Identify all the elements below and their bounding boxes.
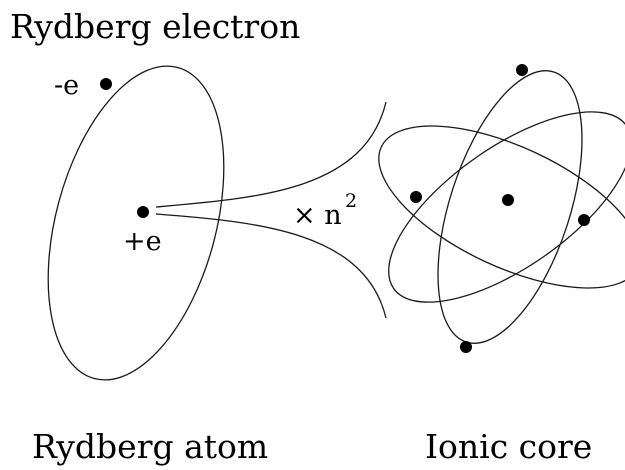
- core-electron-dot-left: [410, 191, 422, 203]
- core-orbit-2: [378, 125, 625, 289]
- caption-ionic-core: Ionic core: [425, 427, 592, 466]
- magnification-label: × n: [293, 200, 342, 231]
- magnification-exponent: 2: [345, 190, 357, 212]
- orbit-gap-mark: [68, 120, 74, 129]
- zoom-line-upper: [155, 101, 387, 208]
- core-electron-dot-right: [578, 214, 590, 226]
- core-electron-dot-bottom: [460, 341, 472, 353]
- title-rydberg-electron: Rydberg electron: [10, 7, 300, 46]
- core-nucleus-dot: [502, 194, 514, 206]
- electron-charge-label: -e: [54, 70, 79, 101]
- core-orbit-1: [437, 70, 583, 344]
- core-orbit-3: [388, 111, 625, 303]
- rydberg-electron-orbit: [47, 65, 225, 381]
- core-electron-dot-top: [516, 64, 528, 76]
- rydberg-electron-dot: [100, 78, 112, 90]
- zoom-line-lower: [155, 213, 387, 319]
- nucleus-charge-label: +e: [123, 226, 162, 257]
- caption-rydberg-atom: Rydberg atom: [32, 427, 268, 466]
- nucleus-dot: [137, 206, 149, 218]
